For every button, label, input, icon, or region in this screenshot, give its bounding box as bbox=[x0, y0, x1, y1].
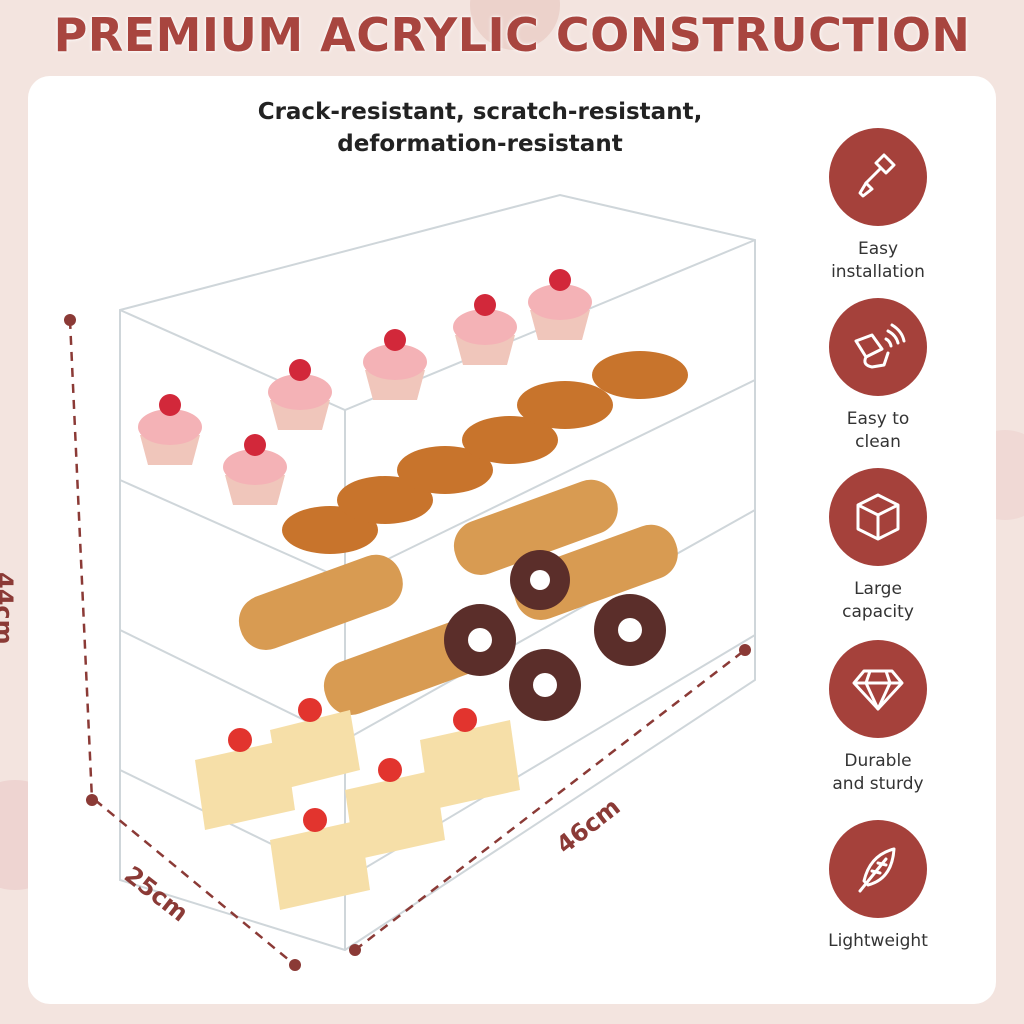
height-dimension-label: 44cm bbox=[0, 572, 18, 645]
depth-line bbox=[94, 799, 296, 966]
feature-label: Durable and sturdy bbox=[808, 750, 948, 796]
feature-icon-circle bbox=[829, 298, 927, 396]
dimension-lines bbox=[68, 319, 746, 966]
feature-label-line-1: Lightweight bbox=[828, 931, 928, 951]
acrylic-display-case-illustration bbox=[64, 193, 756, 971]
feature-large-capacity: Large capacity bbox=[808, 468, 948, 624]
croissants bbox=[282, 351, 688, 554]
feature-label: Lightweight bbox=[808, 930, 948, 953]
cleaning-cloth-icon bbox=[854, 323, 906, 369]
feature-label-line-1: Large bbox=[854, 579, 902, 599]
feature-label-line-1: Durable bbox=[844, 751, 912, 771]
feature-easy-installation: Easy installation bbox=[808, 128, 948, 284]
feature-label: Easy to clean bbox=[808, 408, 948, 454]
feature-label-line-2: capacity bbox=[842, 602, 914, 622]
product-subtitle: Crack-resistant, scratch-resistant, defo… bbox=[220, 96, 740, 160]
subtitle-line-1: Crack-resistant, scratch-resistant, bbox=[257, 99, 703, 125]
feather-icon bbox=[858, 847, 896, 893]
screwdriver-icon bbox=[858, 153, 896, 198]
feature-label: Easy installation bbox=[808, 238, 948, 284]
eclairs bbox=[238, 479, 678, 715]
width-line bbox=[354, 649, 746, 951]
case-outline bbox=[119, 193, 756, 952]
subtitle-line-2: deformation-resistant bbox=[337, 131, 623, 157]
cakes bbox=[195, 698, 520, 910]
box-icon bbox=[856, 493, 900, 541]
feature-icon-circle bbox=[829, 128, 927, 226]
height-line bbox=[68, 319, 94, 801]
feature-icon-circle bbox=[829, 468, 927, 566]
feature-lightweight: Lightweight bbox=[808, 820, 948, 953]
feature-label-line-2: and sturdy bbox=[832, 774, 924, 794]
feature-label-line-1: Easy to bbox=[846, 409, 910, 429]
feature-icon-circle bbox=[829, 640, 927, 738]
cupcakes bbox=[138, 269, 592, 505]
feature-label: Large capacity bbox=[808, 578, 948, 624]
dimension-endpoints bbox=[64, 314, 751, 971]
page-title: PREMIUM ACRYLIC CONSTRUCTION bbox=[53, 8, 971, 62]
feature-label-line-2: clean bbox=[855, 432, 901, 452]
feature-label-line-2: installation bbox=[831, 262, 925, 282]
feature-label-line-1: Easy bbox=[857, 239, 899, 259]
feature-easy-to-clean: Easy to clean bbox=[808, 298, 948, 454]
diamond-icon bbox=[852, 669, 904, 711]
feature-durable-and-sturdy: Durable and sturdy bbox=[808, 640, 948, 796]
donuts bbox=[444, 550, 666, 721]
feature-icon-circle bbox=[829, 820, 927, 918]
